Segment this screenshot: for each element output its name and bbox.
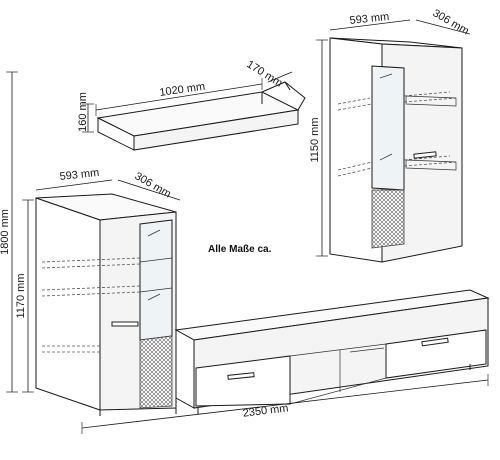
total-width-dimension: 2350 mm bbox=[81, 374, 489, 434]
total-height-label: 1800 mm bbox=[0, 209, 11, 255]
hanging-cabinet-height-dimension: 1150 mm bbox=[309, 39, 328, 257]
hanging-cabinet-height-label: 1150 mm bbox=[309, 117, 321, 162]
wall-shelf-bracket bbox=[261, 81, 306, 111]
hanging-cabinet-width-dimension: 593 mm bbox=[329, 11, 411, 31]
standing-cabinet-mesh-panel bbox=[139, 335, 173, 409]
approximate-dimensions-note: Alle Maße ca. bbox=[208, 244, 272, 255]
lowboard-side bbox=[175, 329, 195, 409]
hanging-cabinet bbox=[329, 37, 463, 263]
hanging-cabinet-shelf-upper bbox=[405, 95, 457, 107]
total-width-label: 2350 mm bbox=[242, 402, 289, 419]
wall-shelf-depth-label: 170 mm bbox=[244, 58, 284, 89]
hanging-cabinet-width-label: 593 mm bbox=[349, 11, 390, 27]
hanging-cabinet-shelf-lower bbox=[405, 159, 457, 171]
wall-shelf-height-dimension: 160 mm bbox=[77, 92, 94, 133]
hanging-cabinet-glass-door bbox=[371, 65, 405, 191]
total-height-dimension: 1800 mm bbox=[0, 71, 18, 393]
wall-shelf bbox=[96, 81, 306, 151]
standing-cabinet-side bbox=[35, 197, 101, 411]
hanging-cabinet-depth-label: 306 mm bbox=[431, 7, 471, 37]
wall-shelf-width-dimension: 1020 mm bbox=[95, 78, 263, 116]
lowboard-right-handle bbox=[421, 337, 449, 347]
standing-cabinet-glass-door bbox=[139, 219, 173, 341]
wall-shelf-front bbox=[133, 109, 299, 151]
standing-cabinet-height-dimension: 1170 mm bbox=[15, 199, 34, 393]
lowboard-drawer-right bbox=[385, 329, 487, 379]
standing-cabinet-height-label: 1170 mm bbox=[15, 273, 27, 318]
standing-cabinet-handle bbox=[111, 321, 139, 327]
standing-cabinet bbox=[35, 193, 177, 416]
standing-cabinet-width-dimension: 593 mm bbox=[35, 167, 113, 191]
lowboard-left-handle bbox=[227, 372, 255, 380]
tv-lowboard bbox=[174, 289, 490, 414]
wall-shelf-depth-dimension: 170 mm bbox=[244, 58, 293, 90]
hanging-cabinet-mesh-panel bbox=[371, 189, 405, 249]
hanging-cabinet-depth-dimension: 306 mm bbox=[415, 7, 471, 37]
standing-cabinet-width-label: 593 mm bbox=[59, 167, 100, 183]
standing-cabinet-depth-dimension: 306 mm bbox=[117, 170, 181, 200]
hanging-cabinet-handle bbox=[413, 151, 437, 159]
standing-cabinet-depth-label: 306 mm bbox=[133, 170, 173, 200]
wall-shelf-height-label: 160 mm bbox=[77, 92, 89, 132]
